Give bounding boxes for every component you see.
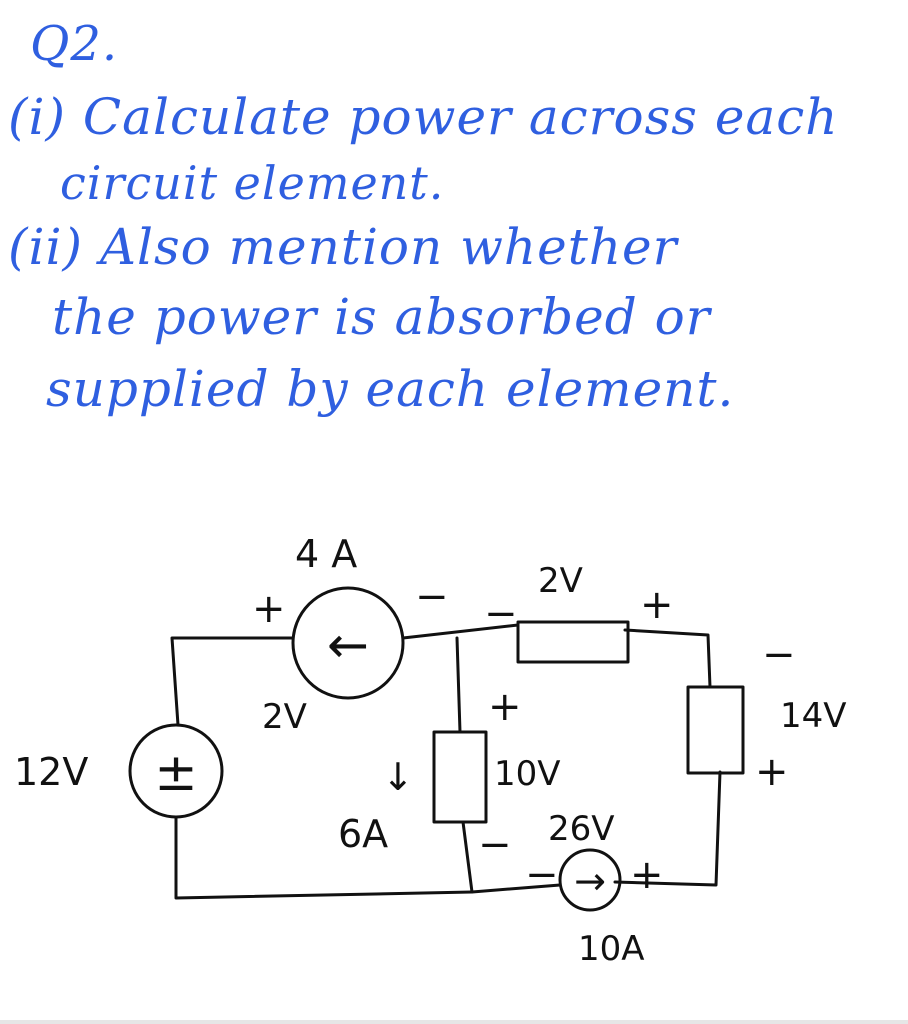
wire-top-right bbox=[623, 628, 712, 689]
plus-top-resistor: + bbox=[640, 582, 674, 628]
label-26v: 26V bbox=[548, 809, 615, 849]
circuit-diagram: ± 12V ← 4 A + − 2V 2V − + − 14V + + 10V … bbox=[14, 532, 847, 969]
plus-top-source: + bbox=[252, 586, 286, 632]
question-part-ii-line1: (ii) Also mention whether bbox=[8, 218, 678, 276]
resistor-top bbox=[516, 620, 630, 664]
minus-right-resistor: − bbox=[762, 632, 796, 678]
minus-middle-resistor: − bbox=[478, 822, 512, 868]
question-part-i-line2: circuit element. bbox=[60, 156, 445, 210]
arrow-down-icon: ↓ bbox=[382, 755, 414, 799]
question-number: Q2. bbox=[30, 16, 119, 72]
minus-top-source: − bbox=[415, 574, 449, 620]
plus-middle-resistor: + bbox=[488, 684, 522, 730]
label-12v: 12V bbox=[14, 750, 88, 794]
wire-top-left bbox=[170, 636, 295, 727]
resistor-middle bbox=[432, 730, 488, 824]
wire-middle-lower bbox=[461, 820, 474, 894]
question-part-i-line1: (i) Calculate power across each bbox=[8, 88, 839, 146]
current-source-bottom-circle bbox=[558, 848, 622, 912]
voltage-source-circle bbox=[128, 723, 224, 819]
wire-middle-upper bbox=[455, 636, 462, 734]
question-text: Q2. (i) Calculate power across each circ… bbox=[0, 0, 908, 470]
label-10v: 10V bbox=[494, 754, 561, 794]
question-part-ii-line3: supplied by each element. bbox=[46, 360, 735, 418]
label-4a: 4 A bbox=[295, 532, 357, 576]
current-source-4a: ← bbox=[291, 586, 405, 700]
label-2v-source: 2V bbox=[262, 697, 307, 737]
wire-right-lower bbox=[613, 770, 722, 887]
question-part-ii-line2: the power is absorbed or bbox=[52, 288, 711, 346]
bottom-divider bbox=[0, 1020, 908, 1024]
minus-top-resistor: − bbox=[484, 591, 518, 637]
resistor-right bbox=[686, 685, 745, 775]
wire-bottom-middle bbox=[470, 883, 562, 894]
circuit-wires bbox=[170, 623, 722, 900]
arrow-left-icon: ← bbox=[327, 616, 369, 674]
label-14v: 14V bbox=[780, 696, 847, 736]
arrow-right-icon: → bbox=[574, 859, 606, 903]
plus-right-resistor: + bbox=[755, 749, 789, 795]
plus-bottom-source: + bbox=[630, 852, 664, 898]
minus-bottom-source: − bbox=[525, 852, 559, 898]
label-6a: 6A bbox=[338, 812, 388, 856]
label-2v-resistor: 2V bbox=[538, 561, 583, 601]
wire-bottom-left bbox=[174, 815, 474, 900]
label-10a: 10A bbox=[578, 929, 645, 969]
plus-minus-symbol: ± bbox=[154, 743, 198, 803]
current-source-top-circle bbox=[291, 586, 405, 700]
current-source-10a: → bbox=[558, 848, 622, 912]
wire-top-middle bbox=[401, 623, 520, 640]
voltage-source-12v: ± bbox=[128, 723, 224, 819]
